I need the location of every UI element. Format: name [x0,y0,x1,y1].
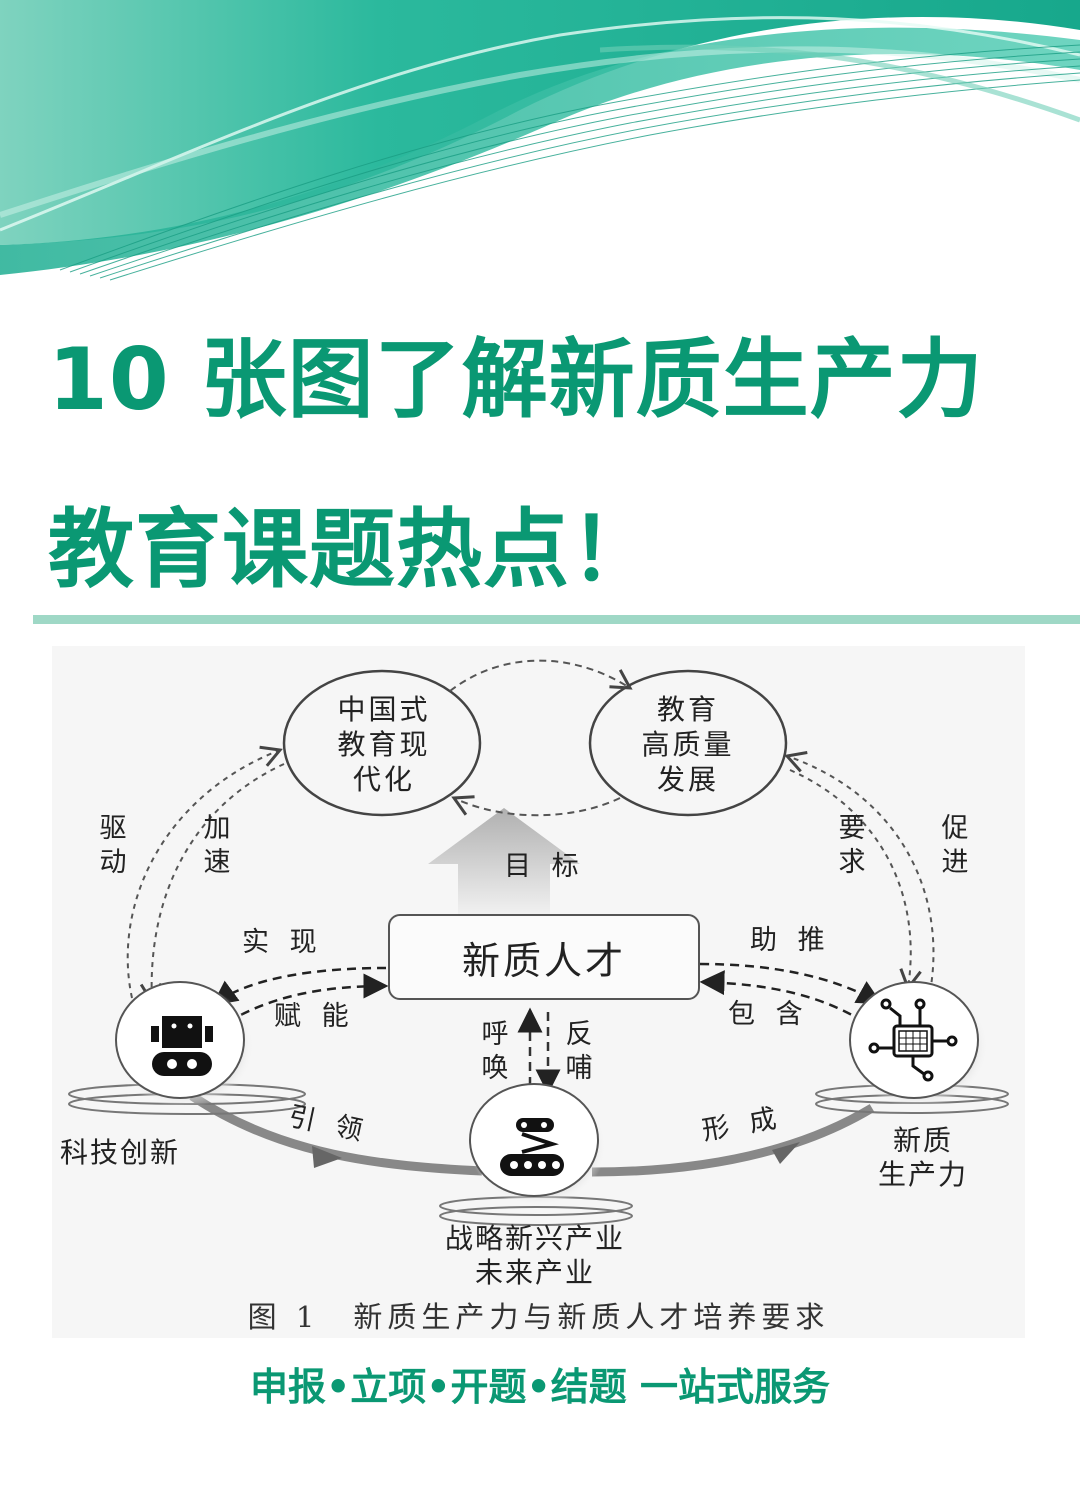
node-tech-innovation: 科技创新 [60,1136,181,1169]
label-accelerate-2: 速 [203,847,231,878]
label-accelerate-1: 加 [203,813,231,844]
chip-icon [868,998,958,1082]
label-call: 呼 唤 [480,1018,510,1086]
node-high-quality-line-1: 教育 [656,693,719,726]
title-divider [33,615,1080,624]
node-industry-line-1: 战略新兴产业 [444,1222,625,1255]
diagram-figure: 中国式 教育现 代化 教育 高质量 发展 驱 动 加 速 要 求 促 进 目 标… [52,646,1025,1338]
label-contain: 包 含 [728,999,809,1030]
label-realize: 实 现 [242,927,323,958]
page-title-line-2: 教育课题热点！ [48,500,657,600]
label-require: 要 求 [837,812,867,880]
wave-banner [0,0,1080,281]
label-drive-1: 驱 [99,813,127,844]
node-productivity-line-2: 生产力 [877,1158,968,1191]
label-boost: 助 推 [750,925,831,956]
node-high-quality-line-3: 发展 [656,763,719,796]
figure-caption: 图 1 新质生产力与新质人才培养要求 [247,1300,830,1334]
label-promote-2: 进 [941,847,969,878]
label-feedback: 反 哺 [564,1018,594,1086]
label-require-1: 要 [838,813,866,844]
label-feedback-2: 哺 [565,1053,593,1084]
node-high-quality: 教育 高质量 发展 [618,692,758,797]
robot-icon [151,1016,213,1076]
node-modernization: 中国式 教育现 代化 [314,692,454,797]
label-promote: 促 进 [940,812,970,880]
robot-arm-icon [500,1118,564,1176]
label-goal: 目 标 [504,851,585,882]
label-empower: 赋 能 [274,1001,355,1032]
node-industry-line-2: 未来产业 [474,1256,595,1289]
label-drive-2: 动 [99,847,127,878]
page-title-line-1: 10 张图了解新质生产力 [48,330,984,430]
label-accelerate: 加 速 [202,812,232,880]
label-feedback-1: 反 [565,1019,593,1050]
node-high-quality-line-2: 高质量 [641,728,735,761]
node-modernization-line-3: 代化 [352,763,415,796]
label-call-2: 唤 [481,1053,509,1084]
label-call-1: 呼 [481,1019,509,1050]
label-promote-1: 促 [941,813,969,844]
node-modernization-line-2: 教育现 [337,728,431,761]
label-drive: 驱 动 [98,812,128,880]
node-productivity-line-1: 新质 [892,1124,953,1157]
diagram-lines [68,659,1009,1226]
label-require-2: 求 [838,847,866,878]
node-talent: 新质人才 [388,914,700,1000]
node-industry: 战略新兴产业 未来产业 [392,1222,678,1290]
node-productivity: 新质 生产力 [858,1124,988,1192]
node-modernization-line-1: 中国式 [337,693,431,726]
service-tagline: 申报•立项•开题•结题 一站式服务 [249,1365,831,1409]
